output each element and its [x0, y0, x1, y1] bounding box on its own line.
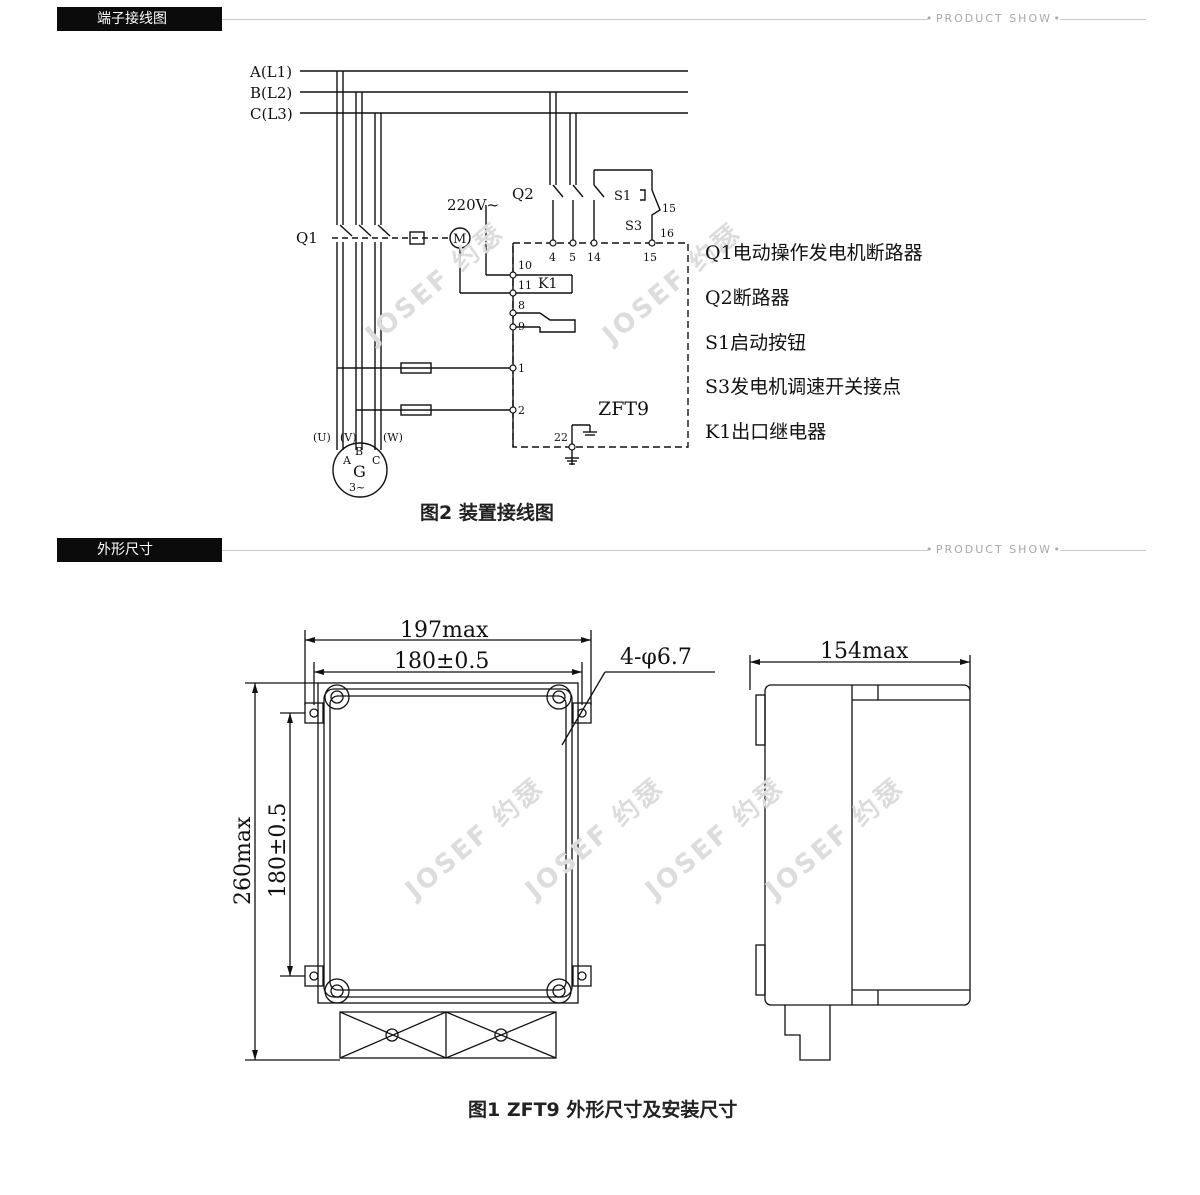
gen-phase-w: (W) — [383, 431, 403, 444]
line-label-a: A(L1) — [249, 63, 292, 81]
dim-holes: 4-φ6.7 — [620, 645, 692, 670]
terminal-label: 15 — [643, 251, 657, 264]
k1-label: K1 — [538, 276, 557, 292]
dim-height-mount: 180±0.5 — [266, 803, 291, 898]
gen-phase-count: 3~ — [349, 481, 365, 494]
section-title-wiring: 端子接线图 — [57, 7, 222, 31]
section-title-dimensions: 外形尺寸 — [57, 538, 222, 562]
voltage-label: 220V~ — [447, 196, 499, 214]
gen-terminal-c: C — [372, 454, 380, 467]
gen-terminal-b: B — [355, 445, 363, 458]
dim-width-max: 197max — [400, 618, 489, 643]
wiring-caption: 图2 装置接线图 — [420, 502, 554, 524]
terminal-label: 16 — [660, 227, 674, 240]
dim-height-max: 260max — [231, 816, 256, 905]
terminal-label: 4 — [549, 251, 556, 264]
line-label-c: C(L3) — [250, 105, 293, 123]
terminal-label: 10 — [518, 259, 532, 272]
gen-terminal-a: A — [342, 454, 352, 467]
terminal-label: 8 — [518, 299, 525, 312]
terminal-label: 22 — [554, 431, 568, 444]
line-label-b: B(L2) — [250, 84, 292, 102]
product-show-tag: PRODUCT SHOW — [926, 543, 1062, 556]
dim-depth-max: 154max — [820, 639, 909, 664]
gen-phase-u: (U) — [313, 431, 331, 444]
s1-label: S1 — [614, 189, 631, 204]
wiring-diagram: JOSEF 约瑟 JOSEF 约瑟 A(L1) B(L2) C(L3) Q1 Q… — [249, 63, 748, 498]
terminal-label: 11 — [518, 279, 532, 292]
product-show-tag: PRODUCT SHOW — [926, 12, 1062, 25]
dim-width-mount: 180±0.5 — [394, 649, 489, 674]
terminal-label: 5 — [569, 251, 576, 264]
terminal-label: 14 — [587, 251, 601, 264]
terminal-label: 15 — [662, 202, 676, 215]
legend-item: Q2断路器 — [705, 287, 790, 309]
section-divider — [222, 19, 1146, 20]
dimension-drawing: JOSEF 约瑟 JOSEF 约瑟 JOSEF 约瑟 JOSEF 约瑟 197m… — [231, 618, 971, 1061]
generator-symbol: G — [353, 462, 366, 481]
s3-label: S3 — [625, 219, 642, 234]
section-divider — [222, 550, 1146, 551]
device-label: ZFT9 — [598, 398, 649, 420]
legend-item: S3发电机调速开关接点 — [705, 376, 902, 398]
terminal-label: 1 — [518, 362, 525, 375]
legend-item: Q1电动操作发电机断路器 — [705, 242, 923, 264]
gen-phase-v: (V) — [340, 431, 357, 444]
dimension-caption: 图1 ZFT9 外形尺寸及安装尺寸 — [468, 1099, 738, 1121]
legend-item: K1出口继电器 — [705, 421, 827, 443]
terminal-label: 2 — [518, 404, 525, 417]
q2-label: Q2 — [512, 185, 534, 203]
terminal-label: 9 — [518, 320, 525, 333]
legend-item: S1启动按钮 — [705, 332, 807, 354]
q1-label: Q1 — [296, 229, 318, 247]
motor-label: M — [453, 232, 466, 247]
